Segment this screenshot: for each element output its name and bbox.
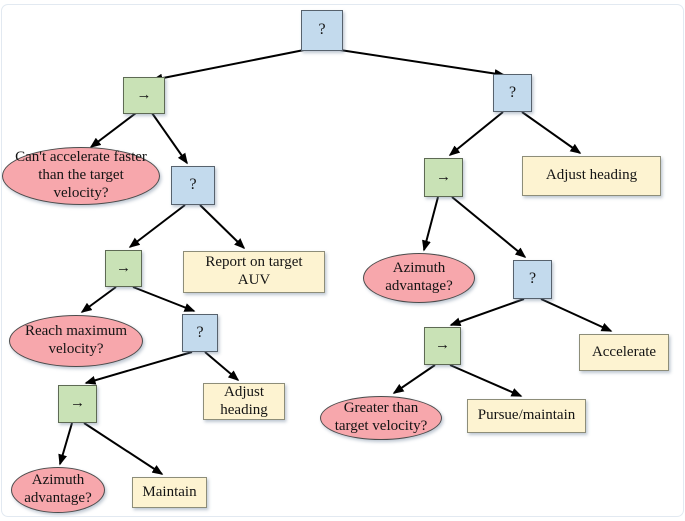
edge-root-to-seq-left: [151, 49, 305, 83]
node-root-decision: ?: [301, 10, 343, 51]
edge-root-to-q-right: [339, 49, 506, 79]
node-cond-reach-max: Reach maximum velocity?: [9, 315, 143, 367]
edge-seq-left2-to-cond-reach-max: [80, 286, 117, 313]
edge-seq-left3-to-cond-azimuth-left: [58, 422, 73, 466]
edge-seq-right-to-cond-azimuth-right: [422, 196, 439, 252]
edge-seq-left3-to-act-maintain: [83, 422, 164, 475]
edge-seq-left-to-q-left2: [151, 112, 188, 165]
node-act-accelerate: Accelerate: [579, 334, 669, 371]
edge-q-right-to-act-adjust-heading-right: [521, 111, 582, 154]
node-act-pursue: Pursue/maintain: [467, 399, 586, 433]
node-seq-right2: →: [424, 327, 461, 365]
edge-seq-right-to-q-right2: [451, 196, 527, 258]
node-act-report: Report on target AUV: [183, 251, 325, 293]
node-q-left2: ?: [171, 166, 215, 205]
node-q-left3: ?: [182, 314, 218, 352]
node-seq-left: →: [123, 77, 165, 114]
node-q-right2: ?: [513, 260, 552, 299]
node-q-right: ?: [493, 74, 532, 112]
edge-seq-left2-to-q-left3: [132, 286, 196, 312]
node-cond-greater-than: Greater than target velocity?: [320, 396, 442, 440]
edge-q-right-to-seq-right: [448, 111, 504, 156]
edge-seq-left-to-cond-cant-accelerate: [89, 112, 137, 148]
edge-q-left3-to-act-adjust-heading-left: [204, 351, 240, 381]
node-cond-azimuth-left: Azimuth advantage?: [11, 467, 105, 513]
node-act-adjust-heading-left: Adjust heading: [203, 383, 285, 420]
node-act-maintain: Maintain: [132, 477, 207, 508]
edge-q-left2-to-seq-left2: [128, 204, 186, 248]
edge-seq-right2-to-act-pursue: [449, 364, 523, 397]
node-seq-left3: →: [58, 385, 97, 423]
edge-q-right2-to-seq-right2: [449, 298, 525, 327]
edge-q-left3-to-seq-left3: [84, 351, 193, 385]
node-cond-azimuth-right: Azimuth advantage?: [363, 253, 475, 303]
edge-q-right2-to-act-accelerate: [540, 298, 613, 332]
node-seq-left2: →: [105, 250, 142, 287]
edge-q-left2-to-act-report: [199, 204, 246, 250]
node-seq-right: →: [424, 158, 463, 197]
node-act-adjust-heading-right: Adjust heading: [522, 156, 661, 196]
node-cond-cant-accelerate: Can't accelerate faster than the target …: [2, 147, 160, 205]
edge-seq-right2-to-cond-greater-than: [392, 364, 436, 394]
